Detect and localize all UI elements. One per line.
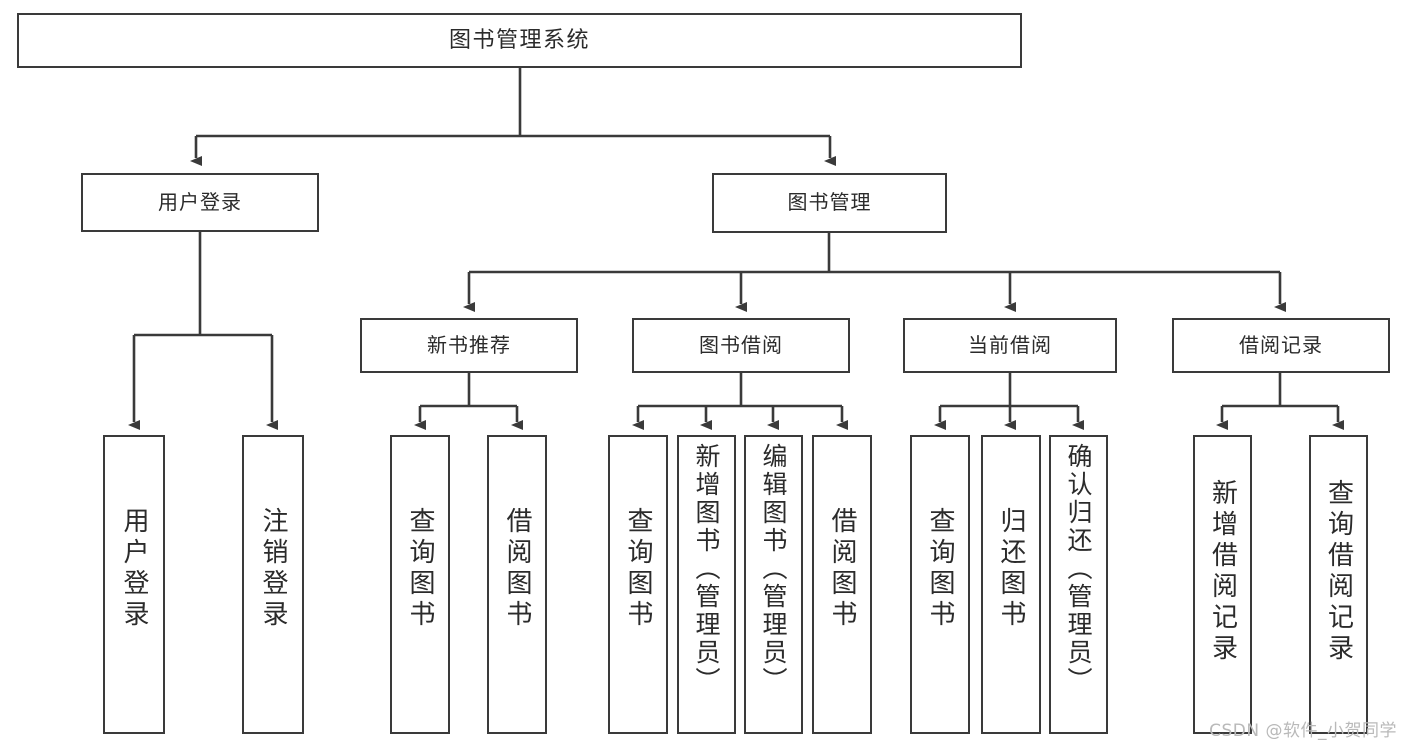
node-book-management-label: 图书管理: [787, 190, 872, 215]
leaf-query-borrow-record[interactable]: 查询借阅记录: [1309, 435, 1368, 734]
node-root-label: 图书管理系统: [448, 27, 590, 53]
node-borrow-record[interactable]: 借阅记录: [1172, 318, 1390, 373]
node-new-book-recommend-label: 新书推荐: [427, 332, 511, 357]
leaf-query-book-1[interactable]: 查询图书: [390, 435, 450, 734]
leaf-borrow-book-2-label: 借阅图书: [827, 507, 857, 631]
leaf-borrow-book-2[interactable]: 借阅图书: [812, 435, 872, 734]
leaf-edit-book-admin[interactable]: 编辑图书（管理员）: [744, 435, 803, 734]
leaf-add-borrow-record-label: 新增借阅记录: [1207, 479, 1238, 665]
node-user-login-label: 用户登录: [158, 189, 242, 214]
leaf-query-book-2-label: 查询图书: [623, 507, 653, 631]
leaf-logout[interactable]: 注销登录: [242, 435, 304, 734]
node-current-borrow[interactable]: 当前借阅: [903, 318, 1117, 373]
leaf-user-login-label: 用户登录: [119, 507, 149, 631]
node-root[interactable]: 图书管理系统: [17, 13, 1022, 68]
leaf-return-book[interactable]: 归还图书: [981, 435, 1041, 734]
leaf-edit-book-admin-label: 编辑图书（管理员）: [759, 443, 788, 695]
node-borrow-record-label: 借阅记录: [1239, 332, 1323, 357]
node-book-borrow[interactable]: 图书借阅: [632, 318, 850, 373]
leaf-return-book-label: 归还图书: [996, 507, 1026, 631]
leaf-query-book-1-label: 查询图书: [405, 507, 435, 631]
leaf-add-book-admin-label: 新增图书（管理员）: [692, 443, 721, 695]
leaf-user-login[interactable]: 用户登录: [103, 435, 165, 734]
leaf-confirm-return-admin[interactable]: 确认归还（管理员）: [1049, 435, 1108, 734]
node-user-login[interactable]: 用户登录: [81, 173, 319, 232]
node-book-management[interactable]: 图书管理: [712, 173, 947, 233]
leaf-add-book-admin[interactable]: 新增图书（管理员）: [677, 435, 736, 734]
leaf-query-borrow-record-label: 查询借阅记录: [1323, 479, 1354, 665]
node-current-borrow-label: 当前借阅: [968, 332, 1052, 357]
leaf-logout-label: 注销登录: [258, 507, 288, 631]
leaf-add-borrow-record[interactable]: 新增借阅记录: [1193, 435, 1252, 734]
node-new-book-recommend[interactable]: 新书推荐: [360, 318, 578, 373]
leaf-query-book-2[interactable]: 查询图书: [608, 435, 668, 734]
leaf-query-book-3-label: 查询图书: [925, 507, 955, 631]
leaf-confirm-return-admin-label: 确认归还（管理员）: [1064, 443, 1093, 695]
leaf-borrow-book-1[interactable]: 借阅图书: [487, 435, 547, 734]
leaf-borrow-book-1-label: 借阅图书: [502, 507, 532, 631]
leaf-query-book-3[interactable]: 查询图书: [910, 435, 970, 734]
node-book-borrow-label: 图书借阅: [699, 332, 783, 357]
